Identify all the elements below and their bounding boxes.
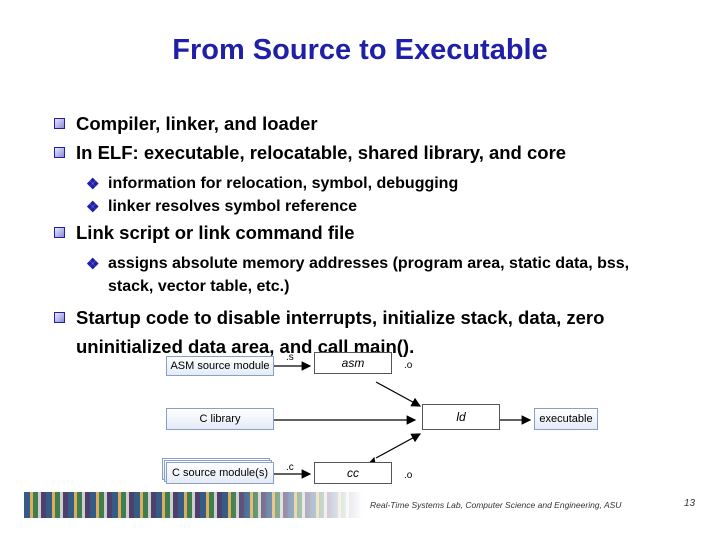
sub-bullet-item: ❖ linker resolves symbol reference	[54, 195, 674, 218]
bullet-text: Startup code to disable interrupts, init…	[76, 307, 605, 357]
bullet-text: In ELF: executable, relocatable, shared …	[76, 142, 567, 163]
asm-tool-box: asm	[314, 352, 392, 374]
square-bullet-icon	[54, 118, 65, 129]
diamond-bullet-icon: ❖	[86, 176, 100, 193]
footer-image-fade	[24, 492, 364, 518]
footer-text: Real-Time Systems Lab, Computer Science …	[370, 500, 622, 510]
sub-bullet-item: ❖ information for relocation, symbol, deb…	[54, 172, 674, 195]
square-bullet-icon	[54, 147, 65, 158]
asm-source-module-box: ASM source module	[166, 356, 274, 376]
square-bullet-icon	[54, 227, 65, 238]
ext-label-c: .c	[286, 462, 294, 473]
bullet-item: Link script or link command file	[54, 218, 674, 247]
sub-bullet-item: ❖ assigns absolute memory addresses (prog…	[54, 252, 668, 298]
bullet-text: Compiler, linker, and loader	[76, 113, 318, 134]
page-number: 13	[684, 498, 696, 509]
ext-label-o: .o	[404, 470, 413, 481]
sub-bullet-text: information for relocation, symbol, debu…	[108, 175, 459, 192]
ext-label-s: .s	[286, 352, 294, 363]
square-bullet-icon	[54, 312, 65, 323]
ext-label-o: .o	[404, 360, 413, 371]
build-flow-diagram: ASM source module C library C source mod…	[160, 346, 620, 496]
bullet-text: Link script or link command file	[76, 222, 355, 243]
bullet-item: Compiler, linker, and loader	[54, 109, 674, 138]
c-source-module-box: C source module(s)	[166, 462, 274, 484]
sub-bullet-text: linker resolves symbol reference	[108, 198, 358, 215]
executable-box: executable	[534, 408, 598, 430]
diamond-bullet-icon: ❖	[86, 256, 100, 273]
cc-tool-box: cc	[314, 462, 392, 484]
sub-bullet-text: assigns absolute memory addresses (progr…	[108, 255, 630, 295]
slide-footer: Real-Time Systems Lab, Computer Science …	[0, 492, 720, 522]
c-library-box: C library	[166, 408, 274, 430]
bullet-item: Startup code to disable interrupts, init…	[54, 303, 676, 361]
bullet-item: In ELF: executable, relocatable, shared …	[54, 138, 674, 167]
ld-tool-box: ld	[422, 404, 500, 430]
bullet-list: Compiler, linker, and loader In ELF: exe…	[54, 109, 674, 361]
diamond-bullet-icon: ❖	[86, 199, 100, 216]
slide-title: From Source to Executable	[172, 34, 548, 66]
